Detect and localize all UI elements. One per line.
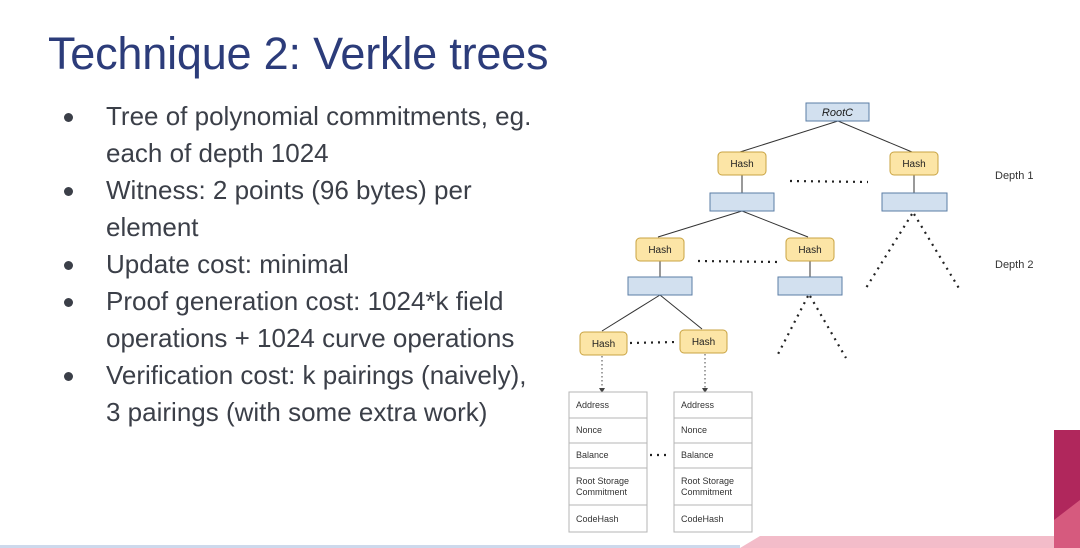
ellipsis-dots xyxy=(629,340,677,345)
bullet-text: Witness: 2 points (96 bytes) per element xyxy=(106,175,472,242)
bullet-item: Verification cost: k pairings (naively),… xyxy=(62,357,532,431)
tree-edge xyxy=(601,294,661,332)
subtree-dots xyxy=(913,213,961,291)
hash-node: Hash xyxy=(889,151,939,176)
hash-node: Hash xyxy=(785,237,835,262)
bullet-dot xyxy=(64,113,73,122)
tree-edge xyxy=(657,210,743,238)
leaf-field: Commitment xyxy=(681,487,733,497)
bullet-item: Proof generation cost: 1024*k field oper… xyxy=(62,283,532,357)
bullet-text: Tree of polynomial commitments, eg. each… xyxy=(106,101,532,168)
dotted-connectors xyxy=(629,179,961,457)
bullet-text: Verification cost: k pairings (naively),… xyxy=(106,360,527,427)
leaf-links xyxy=(601,354,706,390)
slide-title: Technique 2: Verkle trees xyxy=(48,28,549,79)
hash-box xyxy=(717,151,767,176)
leaf-field: Nonce xyxy=(681,425,707,435)
leaf-field: Root Storage xyxy=(576,476,629,486)
subtree-dots xyxy=(809,295,847,359)
leaf-field: Root Storage xyxy=(681,476,734,486)
bullet-item: Witness: 2 points (96 bytes) per element xyxy=(62,172,532,246)
account-leaf-table: Address Nonce Balance Root Storage Commi… xyxy=(673,391,753,533)
tree-edge xyxy=(741,210,809,238)
hash-label: Hash xyxy=(902,159,925,170)
bullet-dot xyxy=(64,298,73,307)
bullet-dot xyxy=(64,187,73,196)
hash-node: Hash xyxy=(717,151,767,176)
commitment-box xyxy=(627,276,693,296)
leaf-field: Address xyxy=(576,400,610,410)
root-label: RootC xyxy=(822,107,853,119)
hash-box xyxy=(785,237,835,262)
hash-node: Hash xyxy=(579,331,628,356)
hash-box xyxy=(679,329,728,354)
hash-box xyxy=(889,151,939,176)
subtree-dots xyxy=(775,295,809,359)
hash-box xyxy=(635,237,685,262)
subtree-dots xyxy=(865,213,913,289)
hash-box xyxy=(579,331,628,356)
leaf-field: Balance xyxy=(576,450,609,460)
tree-edge xyxy=(739,120,839,153)
arrowhead xyxy=(599,388,605,393)
bottom-accent-shape xyxy=(740,536,1054,548)
bullet-text: Proof generation cost: 1024*k field oper… xyxy=(106,286,515,353)
tree-edges xyxy=(601,120,915,332)
tree-edge xyxy=(659,294,703,330)
hash-label: Hash xyxy=(798,245,821,256)
account-leaf-table: Address Nonce Balance Root Storage Commi… xyxy=(568,391,648,533)
hash-node: Hash xyxy=(635,237,685,262)
hash-label: Hash xyxy=(730,159,753,170)
corner-accent-shape xyxy=(1054,500,1080,548)
table-frame xyxy=(673,391,753,533)
commitment-box xyxy=(881,192,948,212)
ellipsis-dots xyxy=(697,259,779,264)
leaf-field: CodeHash xyxy=(576,514,619,524)
arrowhead xyxy=(702,388,708,393)
hash-label: Hash xyxy=(648,245,671,256)
leaf-field: CodeHash xyxy=(681,514,724,524)
depth-label: Depth 2 xyxy=(995,259,1034,271)
leaf-field: Balance xyxy=(681,450,714,460)
bullet-item: Tree of polynomial commitments, eg. each… xyxy=(62,98,532,172)
tree-edge xyxy=(837,120,913,153)
bottom-accent-line xyxy=(0,545,740,548)
bullet-item: Update cost: minimal xyxy=(62,246,532,283)
hash-label: Hash xyxy=(592,339,615,350)
commitment-box xyxy=(777,276,843,296)
bullet-dot xyxy=(64,261,73,270)
hash-label: Hash xyxy=(692,337,715,348)
hash-node: Hash xyxy=(679,329,728,354)
leaf-field: Commitment xyxy=(576,487,628,497)
commitment-box xyxy=(709,192,775,212)
bullet-text: Update cost: minimal xyxy=(106,249,349,279)
bullet-list: Tree of polynomial commitments, eg. each… xyxy=(62,98,532,431)
ellipsis-dots xyxy=(789,179,869,184)
root-commitment-box xyxy=(805,102,870,122)
leaf-field: Nonce xyxy=(576,425,602,435)
table-frame xyxy=(568,391,648,533)
leaf-arrowheads xyxy=(599,388,708,393)
leaf-field: Address xyxy=(681,400,715,410)
bullet-dot xyxy=(64,372,73,381)
depth-label: Depth 1 xyxy=(995,170,1034,182)
